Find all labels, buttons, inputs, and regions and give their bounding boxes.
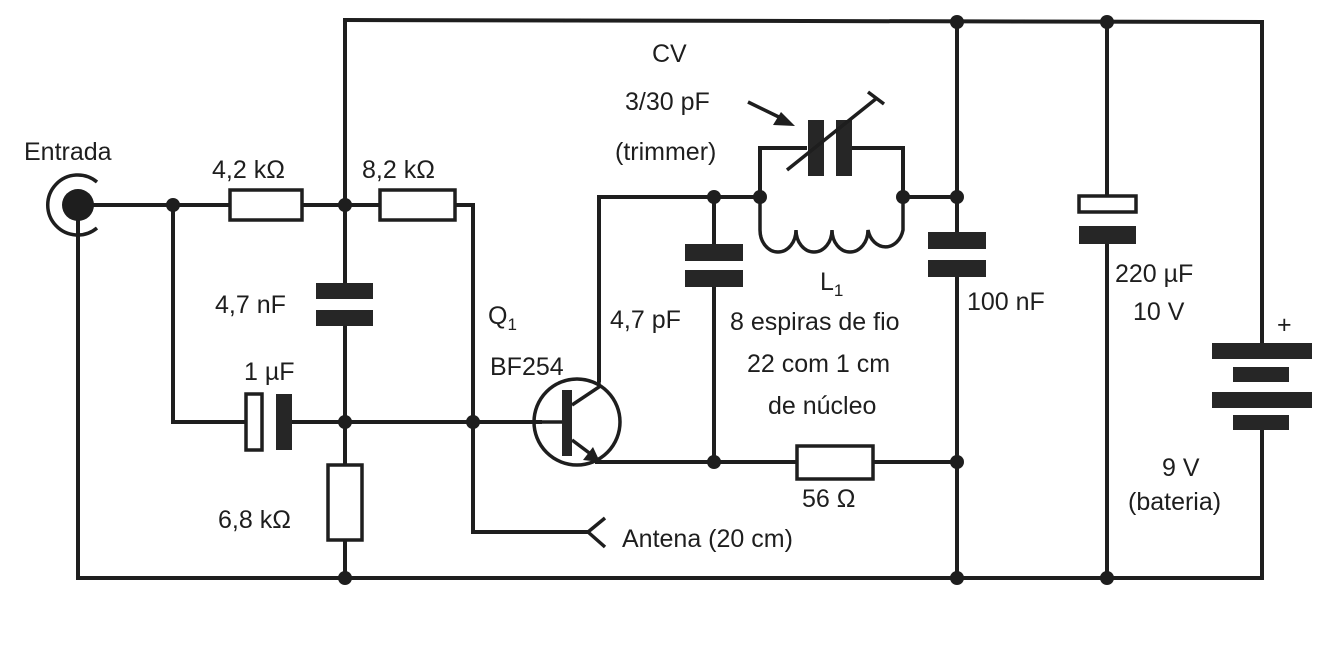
label-r3: 6,8 kΩ <box>218 506 291 534</box>
capacitor-c4 <box>928 232 986 277</box>
label-battery-plus: + <box>1277 311 1292 339</box>
capacitor-c5-electrolytic <box>1077 194 1138 244</box>
label-c1: 4,7 nF <box>215 291 286 319</box>
battery <box>1212 343 1312 430</box>
label-r2: 8,2 kΩ <box>362 156 435 184</box>
resistor-r2 <box>378 188 457 222</box>
capacitor-c3 <box>685 244 743 287</box>
label-battery-type: (bateria) <box>1128 488 1221 516</box>
wires <box>76 17 1264 580</box>
resistor-r3 <box>326 463 364 542</box>
label-input: Entrada <box>24 138 112 166</box>
label-r4: 56 Ω <box>802 485 855 513</box>
label-q1-part: BF254 <box>490 353 564 381</box>
resistor-r4 <box>795 444 875 481</box>
cv-right-wire <box>848 146 905 199</box>
label-l1-desc-1: 8 espiras de fio <box>730 308 900 336</box>
label-c5-value: 220 µF <box>1115 260 1193 288</box>
antenna-icon <box>586 516 607 549</box>
resistor-r1 <box>228 188 304 222</box>
label-battery-voltage: 9 V <box>1162 454 1200 482</box>
label-c5-voltage: 10 V <box>1133 298 1185 326</box>
top-rail-wire <box>342 17 1264 347</box>
label-antenna: Antena (20 cm) <box>622 525 793 553</box>
jack-shield <box>45 173 99 237</box>
trimmer-capacitor-cv <box>785 90 886 176</box>
capacitor-c2-electrolytic <box>244 392 292 452</box>
label-c3: 4,7 pF <box>610 306 681 334</box>
bottom-rail-wire <box>76 213 1264 580</box>
cv-left-wire <box>758 146 807 199</box>
label-l1-desc-2: 22 com 1 cm <box>747 350 890 378</box>
label-l1-name: L1 <box>820 268 843 300</box>
label-c4: 100 nF <box>967 288 1045 316</box>
label-l1-desc-3: de núcleo <box>768 392 876 420</box>
label-r1: 4,2 kΩ <box>212 156 285 184</box>
r2-base-antenna-wire <box>453 203 590 534</box>
input-jack <box>45 173 99 237</box>
inductor-l1 <box>758 197 905 254</box>
label-c2: 1 µF <box>244 358 295 386</box>
capacitor-c1 <box>316 283 373 326</box>
c2-input-wire <box>171 203 248 424</box>
transistor-q1 <box>532 377 622 467</box>
label-q1-name: Q1 <box>488 302 517 334</box>
label-cv-type: (trimmer) <box>615 138 716 166</box>
collector-wire <box>597 195 762 382</box>
label-cv-name: CV <box>652 40 687 68</box>
cv-arrow <box>747 100 795 126</box>
label-cv-value: 3/30 pF <box>625 88 710 116</box>
junction-nodes <box>166 15 1114 585</box>
jack-center <box>62 189 94 221</box>
